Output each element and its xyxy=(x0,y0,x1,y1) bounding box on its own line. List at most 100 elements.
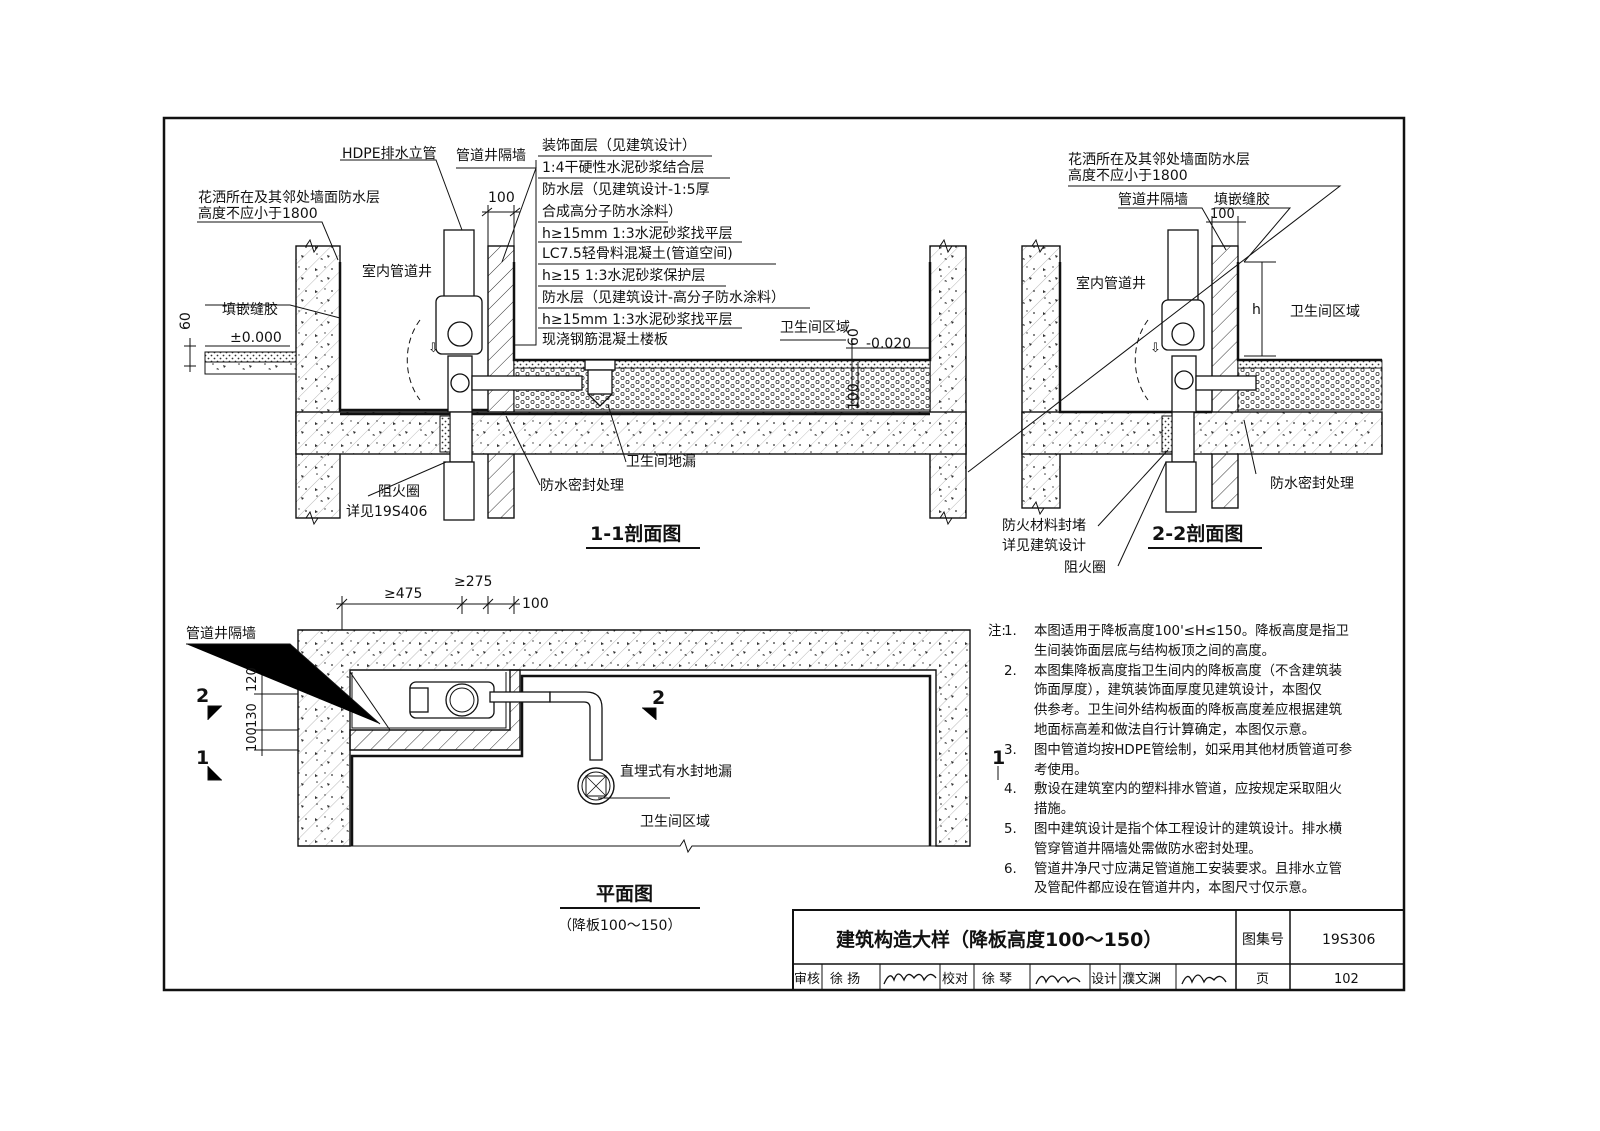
fire-stop-ring xyxy=(439,415,451,453)
label-bathroom-area: 卫生间区域 xyxy=(780,320,850,336)
label-fire-ring-2: 阻火圈 xyxy=(1064,560,1106,576)
layer-1: 装饰面层（见建筑设计） xyxy=(542,138,696,154)
label-waterproof-seal-2: 防水密封处理 xyxy=(1270,475,1354,492)
hdpe-stack-pipe: ⇩ xyxy=(406,229,483,521)
note-5: 5. 图中建筑设计是指个体工程设计的建筑设计。排水横 管穿管道井隔墙处需做防水密… xyxy=(998,820,1406,860)
note-1: 注: 1. 本图适用于降板高度100'≤H≤150。降板高度是指卫 生间装饰面层… xyxy=(988,622,1406,662)
layer-6: LC7.5轻骨料混凝土(管道空间) xyxy=(542,246,733,262)
section-2-2: ⇩ 花洒所在及其邻处墙面防水层 高度不应小于1800 管道井隔墙 填嵌缝胶 10… xyxy=(967,152,1383,576)
svg-text:⇩: ⇩ xyxy=(1150,341,1161,356)
designer-name: 濮文渊 xyxy=(1122,972,1161,987)
section-1-1-title: 1-1剖面图 xyxy=(590,522,681,545)
plan-shaft-partition xyxy=(349,669,521,751)
label-cut-1-left: 1 xyxy=(196,747,209,769)
layer-8: 防水层（见建筑设计-高分子防水涂料） xyxy=(542,289,785,306)
note-1-num: 1. xyxy=(1004,624,1017,639)
note-4-line-2: 措施。 xyxy=(1034,802,1075,818)
note-2-num: 2. xyxy=(1004,663,1017,679)
layer-3: 防水层（见建筑设计-1:5厚 xyxy=(542,182,710,198)
label-dim-100-2: 100 xyxy=(1210,207,1235,222)
note-6-num: 6. xyxy=(1004,861,1017,877)
label-shaft-wall-plan: 管道井隔墙 xyxy=(186,626,256,642)
label-waterproof-seal: 防水密封处理 xyxy=(540,477,624,494)
label-dim-475: ≥475 xyxy=(384,586,422,602)
label-level-minus: -0.020 xyxy=(866,336,911,352)
layer-legend: 装饰面层（见建筑设计） 1:4干硬性水泥砂浆结合层 防水层（见建筑设计-1:5厚… xyxy=(538,138,810,348)
note-6-line-2: 及管配件都应设在管道井内，本图尺寸仅示意。 xyxy=(1034,881,1316,897)
label-dim-100: 100 xyxy=(488,190,515,206)
sheet-border xyxy=(162,116,1406,992)
label-fire-seal-1: 防火材料封堵 xyxy=(1002,518,1086,534)
note-6: 6. 管道井净尺寸应满足管道施工安装要求。且排水立管 及管配件都应设在管道井内，… xyxy=(998,860,1406,900)
title-block-text: 建筑构造大样（降板高度100～150） 图集号 19S306 审核 徐 扬 校对… xyxy=(794,928,1376,987)
label-dim-60-left: 60 xyxy=(178,312,194,330)
label-wall-waterproof-1: 花洒所在及其邻处墙面防水层 xyxy=(198,190,380,206)
label-level-zero: ±0.000 xyxy=(230,330,282,346)
reviewer-name: 徐 扬 xyxy=(830,972,860,987)
plan-floor-drain-icon xyxy=(577,767,615,805)
label-sealant: 填嵌缝胶 xyxy=(222,301,278,318)
layer-5: h≥15mm 1:3水泥砂浆找平层 xyxy=(542,226,733,242)
label-bathroom-area-2: 卫生间区域 xyxy=(1290,304,1360,320)
label-dim-100-v-plan: 100 xyxy=(245,727,260,752)
label-cut-2-mid: 2 xyxy=(652,687,665,709)
label-dim-60: 60 xyxy=(846,328,862,346)
layer-2: 1:4干硬性水泥砂浆结合层 xyxy=(542,160,705,176)
layer-4: 合成高分子防水涂料） xyxy=(542,203,682,220)
label-sealant-2: 填嵌缝胶 xyxy=(1214,191,1270,208)
note-5-line-2: 管穿管道井隔墙处需做防水密封处理。 xyxy=(1034,841,1262,857)
layer-9: h≥15mm 1:3水泥砂浆找平层 xyxy=(542,312,733,328)
note-4: 4. 敷设在建筑室内的塑料排水管道，应按规定采取阻火 措施。 xyxy=(998,780,1406,820)
note-3-line-1: 图中管道均按HDPE管绘制，如采用其他材质管道可参 xyxy=(1034,742,1353,758)
note-3: 3. 图中管道均按HDPE管绘制，如采用其他材质管道可参 考使用。 xyxy=(998,741,1406,781)
note-3-line-2: 考使用。 xyxy=(1034,762,1088,778)
note-5-line-1: 图中建筑设计是指个体工程设计的建筑设计。排水横 xyxy=(1034,821,1342,837)
note-4-num: 4. xyxy=(1004,782,1017,798)
note-6-line-1: 管道井净尺寸应满足管道施工安装要求。且排水立管 xyxy=(1034,861,1342,877)
label-dim-275: ≥275 xyxy=(454,574,492,590)
notes-lead: 注: xyxy=(988,624,1006,639)
layer-10: 现浇钢筋混凝土楼板 xyxy=(542,331,668,348)
note-2-line-2: 饰面厚度），建筑装饰面厚度见建筑设计，本图仅 xyxy=(1034,683,1322,699)
label-dim-h: h xyxy=(1252,302,1261,318)
label-wall-waterproof-2-1: 花洒所在及其邻处墙面防水层 xyxy=(1068,152,1250,168)
checker-signature xyxy=(1035,975,1081,985)
label-dim-100-v: 100 xyxy=(846,383,862,410)
label-fire-seal-2: 详见建筑设计 xyxy=(1002,538,1086,554)
label-shaft-wall-2: 管道井隔墙 xyxy=(1118,192,1188,208)
note-2: 2. 本图集降板高度指卫生间内的降板高度（不含建筑装 饰面厚度），建筑装饰面厚度… xyxy=(998,662,1406,741)
atlas-label: 图集号 xyxy=(1242,931,1284,948)
label-bathroom-area-plan: 卫生间区域 xyxy=(640,814,710,830)
plan-view: ≥475 ≥275 100 管道井隔墙 120 130 100 2 2 1 1 … xyxy=(186,574,1005,934)
horizontal-branch-pipe xyxy=(471,375,583,391)
label-hdpe-stack: HDPE排水立管 xyxy=(342,146,437,162)
label-shaft-wall: 管道井隔墙 xyxy=(456,148,526,164)
label-cut-2-left: 2 xyxy=(196,685,209,707)
drawing-title: 建筑构造大样（降板高度100～150） xyxy=(836,928,1162,951)
label-indoor-shaft-2: 室内管道井 xyxy=(1076,275,1146,292)
section-1-1: ⇩ xyxy=(178,138,967,549)
review-label: 审核 xyxy=(794,972,820,987)
label-dim-100-plan: 100 xyxy=(522,596,549,612)
note-5-num: 5. xyxy=(1004,821,1017,837)
page-number: 102 xyxy=(1334,972,1359,987)
label-indoor-shaft: 室内管道井 xyxy=(362,263,432,280)
notes-block: 注: 1. 本图适用于降板高度100'≤H≤150。降板高度是指卫 生间装饰面层… xyxy=(988,622,1406,900)
note-2-line-4: 地面标高差和做法自行计算确定，本图仅示意。 xyxy=(1034,722,1316,738)
hdpe-stack-pipe-2: ⇩ xyxy=(1134,229,1205,513)
reviewer-signature xyxy=(883,973,937,985)
svg-text:⇩: ⇩ xyxy=(428,341,439,356)
page-label: 页 xyxy=(1256,972,1269,987)
note-2-line-1: 本图集降板高度指卫生间内的降板高度（不含建筑装 xyxy=(1034,663,1342,679)
plan-stack-pipe xyxy=(409,681,603,761)
label-cut-1-right: 1 xyxy=(992,747,1005,769)
label-floor-drain-plan: 直埋式有水封地漏 xyxy=(620,763,732,780)
label-wall-waterproof-2-2: 高度不应小于1800 xyxy=(1068,167,1188,184)
note-1-line-1: 本图适用于降板高度100'≤H≤150。降板高度是指卫 xyxy=(1034,624,1349,639)
design-label: 设计 xyxy=(1091,972,1117,987)
label-dim-120: 120 xyxy=(245,667,260,692)
label-dim-130: 130 xyxy=(245,703,260,728)
plan-subtitle: （降板100～150） xyxy=(558,918,681,934)
check-label: 校对 xyxy=(942,971,968,987)
